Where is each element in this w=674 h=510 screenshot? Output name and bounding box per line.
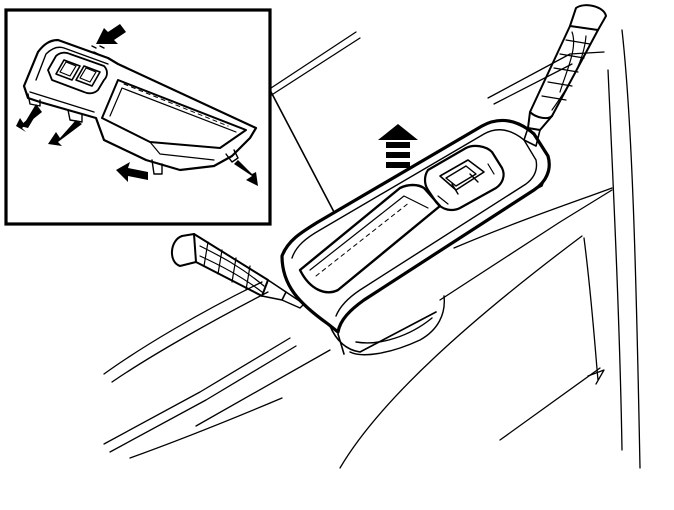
- inset-arrow-left-1: [16, 104, 42, 132]
- inset-arrow-bottom: [116, 162, 148, 182]
- pry-tool-left: [171, 233, 305, 309]
- lift-up-arrow: [378, 124, 418, 168]
- door-panel-outline: [103, 29, 641, 469]
- window-switch-bezel: [280, 118, 551, 356]
- inset-arrow-right: [234, 160, 258, 186]
- inset-bezel: [22, 38, 258, 175]
- detail-inset: [4, 8, 335, 226]
- pry-tool-right: [523, 4, 607, 147]
- inset-frame: [4, 8, 272, 226]
- inset-arrow-top: [96, 24, 126, 44]
- inset-arrow-left-2: [48, 120, 82, 146]
- callout-line: [269, 89, 335, 213]
